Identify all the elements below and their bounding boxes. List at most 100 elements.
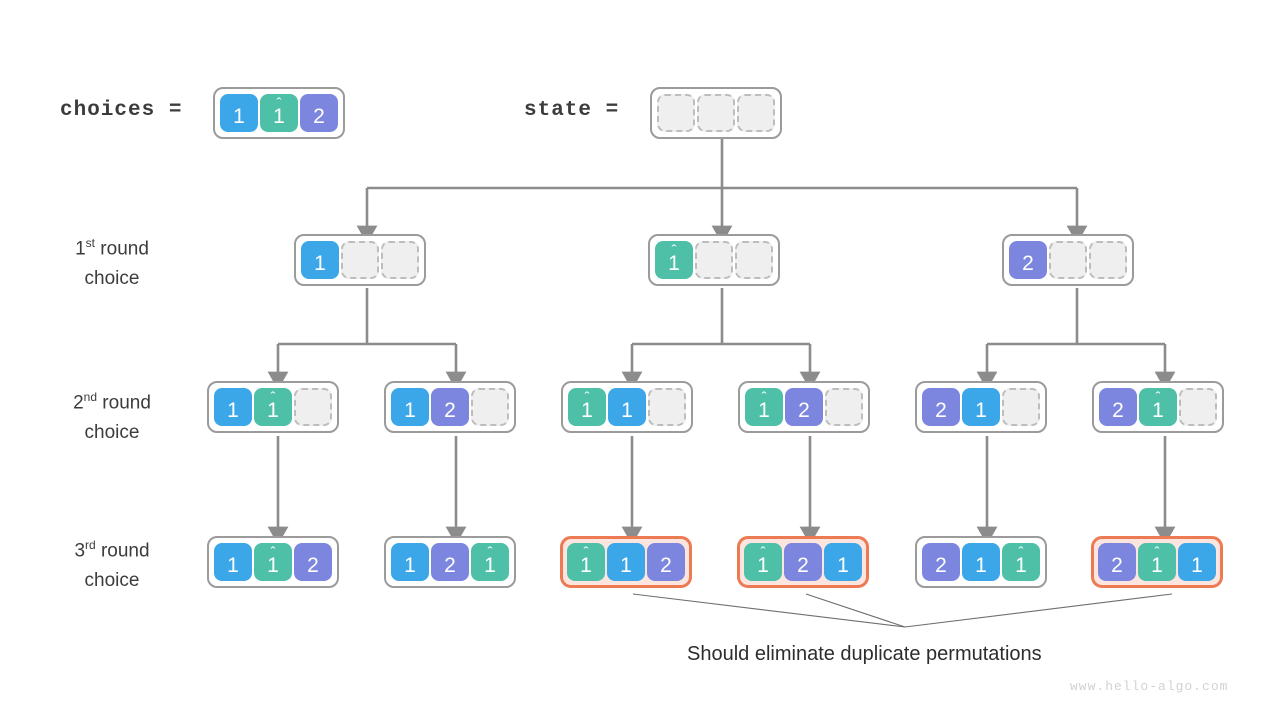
cell-glyph: 1 [233, 104, 245, 128]
cell-value-2: 2 [922, 543, 960, 581]
cell-value-1: 1 [824, 543, 862, 581]
cell-empty [697, 94, 735, 132]
cell-glyph: 2 [444, 553, 456, 577]
leader-line-3 [904, 593, 1173, 628]
cell-glyph: 1 [581, 398, 593, 422]
hat-accent-icon: ˆ [270, 544, 276, 561]
cell-empty [1049, 241, 1087, 279]
hat-accent-icon: ˆ [276, 95, 282, 112]
cell-glyph: 2 [935, 398, 947, 422]
hat-accent-icon: ˆ [1155, 389, 1161, 406]
row-3-suffix: rd [85, 538, 96, 552]
cell-value-2: 2 [922, 388, 960, 426]
cell-empty [657, 94, 695, 132]
cell-glyph: 1 [227, 553, 239, 577]
cell-glyph: 1 [837, 553, 849, 577]
cell-glyph: 1 [1191, 553, 1203, 577]
cell-value-2: 2 [431, 543, 469, 581]
cell-value-1: 1 [214, 388, 252, 426]
cell-empty [1002, 388, 1040, 426]
row-2-suffix: nd [83, 390, 98, 404]
state-label: state = [524, 99, 620, 122]
cell-empty [735, 241, 773, 279]
row-1-line2: choice [84, 267, 140, 289]
cell-glyph: 1 [273, 104, 285, 128]
cell-empty [341, 241, 379, 279]
caption-text: Should eliminate duplicate permutations [687, 643, 1042, 665]
cell-glyph: 2 [307, 553, 319, 577]
row-3-line2: choice [84, 569, 140, 591]
cell-value-2: 2 [647, 543, 685, 581]
cell-glyph: 1 [404, 553, 416, 577]
cell-empty [471, 388, 509, 426]
cell-glyph: 2 [1112, 398, 1124, 422]
cell-glyph: 1 [580, 553, 592, 577]
cell-value-1: 1 [391, 388, 429, 426]
cell-value-1: 1 [607, 543, 645, 581]
leader-line-2 [805, 593, 906, 628]
cell-glyph: 1 [267, 398, 279, 422]
hat-accent-icon: ˆ [761, 389, 767, 406]
hat-accent-icon: ˆ [1154, 544, 1160, 561]
row-1-suffix: st [85, 236, 96, 250]
choices-label: choices = [60, 99, 183, 122]
hat-accent-icon: ˆ [1018, 544, 1024, 561]
row-2-ordinal: 2 [73, 392, 84, 414]
cell-glyph: 1 [668, 251, 680, 275]
cell-glyph: 2 [798, 398, 810, 422]
cell-glyph: 1 [267, 553, 279, 577]
cell-glyph: 2 [935, 553, 947, 577]
cell-empty [648, 388, 686, 426]
cell-glyph: 1 [757, 553, 769, 577]
cell-value-1: 1 [220, 94, 258, 132]
row-2-line2: choice [84, 421, 140, 443]
cell-glyph: 1 [975, 398, 987, 422]
hat-accent-icon: ˆ [671, 242, 677, 259]
cell-glyph: 2 [444, 398, 456, 422]
state-array [650, 87, 782, 139]
cell-empty [737, 94, 775, 132]
cell-empty [294, 388, 332, 426]
cell-value-1: 1 [301, 241, 339, 279]
cell-glyph: 1 [620, 553, 632, 577]
hat-accent-icon: ˆ [487, 544, 493, 561]
tree-node-r1-n3: 2 [1002, 234, 1134, 286]
cell-value-2: 2 [300, 94, 338, 132]
row-1-word: round [95, 238, 149, 260]
cell-glyph: 1 [1151, 553, 1163, 577]
cell-glyph: 2 [1111, 553, 1123, 577]
cell-empty [1179, 388, 1217, 426]
cell-empty [381, 241, 419, 279]
cell-value-2: 2 [785, 388, 823, 426]
row-2-word: round [97, 392, 151, 414]
cell-glyph: 1 [758, 398, 770, 422]
tree-node-r1-n1: 1 [294, 234, 426, 286]
row-3-word: round [95, 540, 150, 562]
watermark: www.hello-algo.com [1070, 679, 1229, 694]
cell-glyph: 1 [404, 398, 416, 422]
hat-accent-icon: ˆ [760, 544, 766, 561]
leader-line-1 [632, 593, 906, 628]
cell-glyph: 1 [227, 398, 239, 422]
